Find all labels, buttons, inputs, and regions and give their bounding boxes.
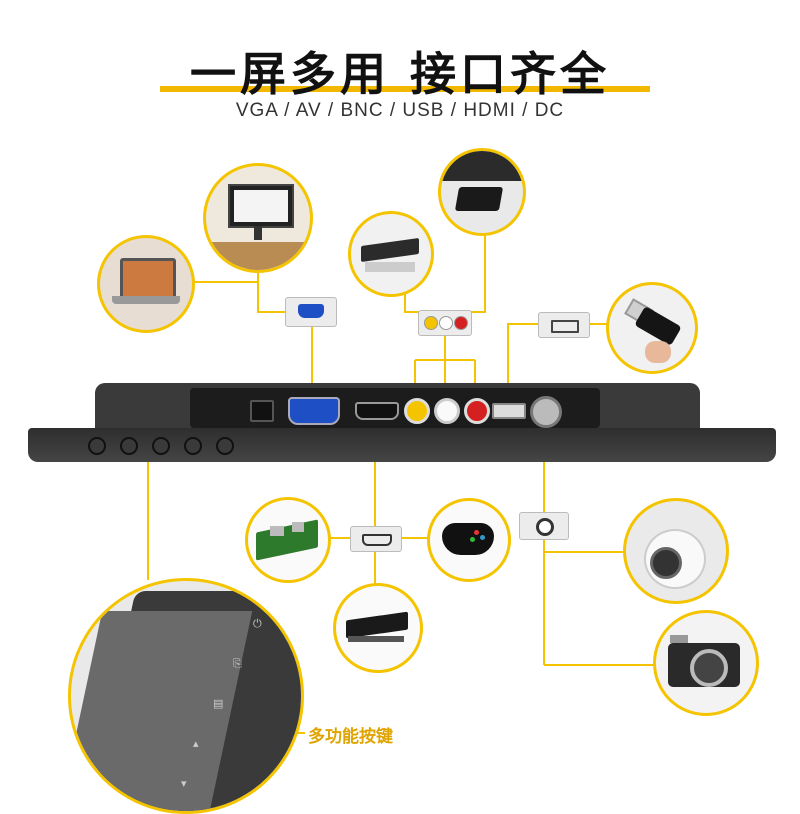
down-key-icon: ▾ <box>181 777 187 790</box>
power-key-icon: ⏻ <box>253 617 262 630</box>
dc-port <box>250 400 274 422</box>
page-title: 一屏多用 接口齐全 <box>189 47 610 101</box>
av-yellow-port <box>404 398 430 424</box>
interface-list: VGA / AV / BNC / USB / HDMI / DC <box>235 100 565 121</box>
hdmi-chip <box>350 526 402 552</box>
raspberry-pi-circle <box>245 497 331 583</box>
usb-chip <box>538 312 590 338</box>
bezel-button-3[interactable] <box>152 437 170 455</box>
raspberry-pi-icon <box>256 519 318 561</box>
set-top-box-icon <box>346 611 408 639</box>
bezel-button-5[interactable] <box>216 437 234 455</box>
vga-port <box>288 397 340 425</box>
game-controller-circle <box>427 498 511 582</box>
av-yellow-icon <box>424 316 438 330</box>
av-red-port <box>464 398 490 424</box>
vga-connector-icon <box>298 304 324 318</box>
bnc-chip <box>519 512 569 540</box>
bnc-port <box>530 396 562 428</box>
usb-stick-circle <box>606 282 698 374</box>
bnc-connector-icon <box>536 518 554 536</box>
hdmi-connector-icon <box>362 534 392 546</box>
tv-box-icon <box>454 187 504 211</box>
dvd-player-circle <box>348 211 434 297</box>
camera-circle <box>653 610 759 716</box>
source-key-icon: ⎘ <box>233 657 242 670</box>
hdmi-port <box>355 402 399 420</box>
usb-connector-icon <box>551 320 579 333</box>
monitor-bezel <box>28 428 776 462</box>
desktop-pc-circle <box>203 163 313 273</box>
bezel-button-4[interactable] <box>184 437 202 455</box>
usb-port <box>492 403 526 419</box>
desktop-pc-icon <box>228 184 294 228</box>
up-key-icon: ▴ <box>193 737 199 750</box>
vga-chip <box>285 297 337 327</box>
tv-box-circle <box>438 148 526 236</box>
title-underline <box>160 86 650 92</box>
menu-key-icon: ▤ <box>213 697 224 710</box>
laptop-circle <box>97 235 195 333</box>
keys-label: 多功能按键 <box>308 727 393 747</box>
bezel-button-1[interactable] <box>88 437 106 455</box>
dvd-player-icon <box>361 237 419 263</box>
game-controller-icon <box>442 523 494 555</box>
av-red-icon <box>454 316 468 330</box>
av-chip <box>418 310 472 336</box>
av-white-icon <box>439 316 453 330</box>
laptop-icon <box>120 258 176 300</box>
set-top-box-circle <box>333 583 423 673</box>
av-white-port <box>434 398 460 424</box>
bezel-button-2[interactable] <box>120 437 138 455</box>
keys-detail-circle: ⏻ ⎘ ▤ ▴ ▾ <box>68 578 304 814</box>
security-camera-circle <box>623 498 729 604</box>
